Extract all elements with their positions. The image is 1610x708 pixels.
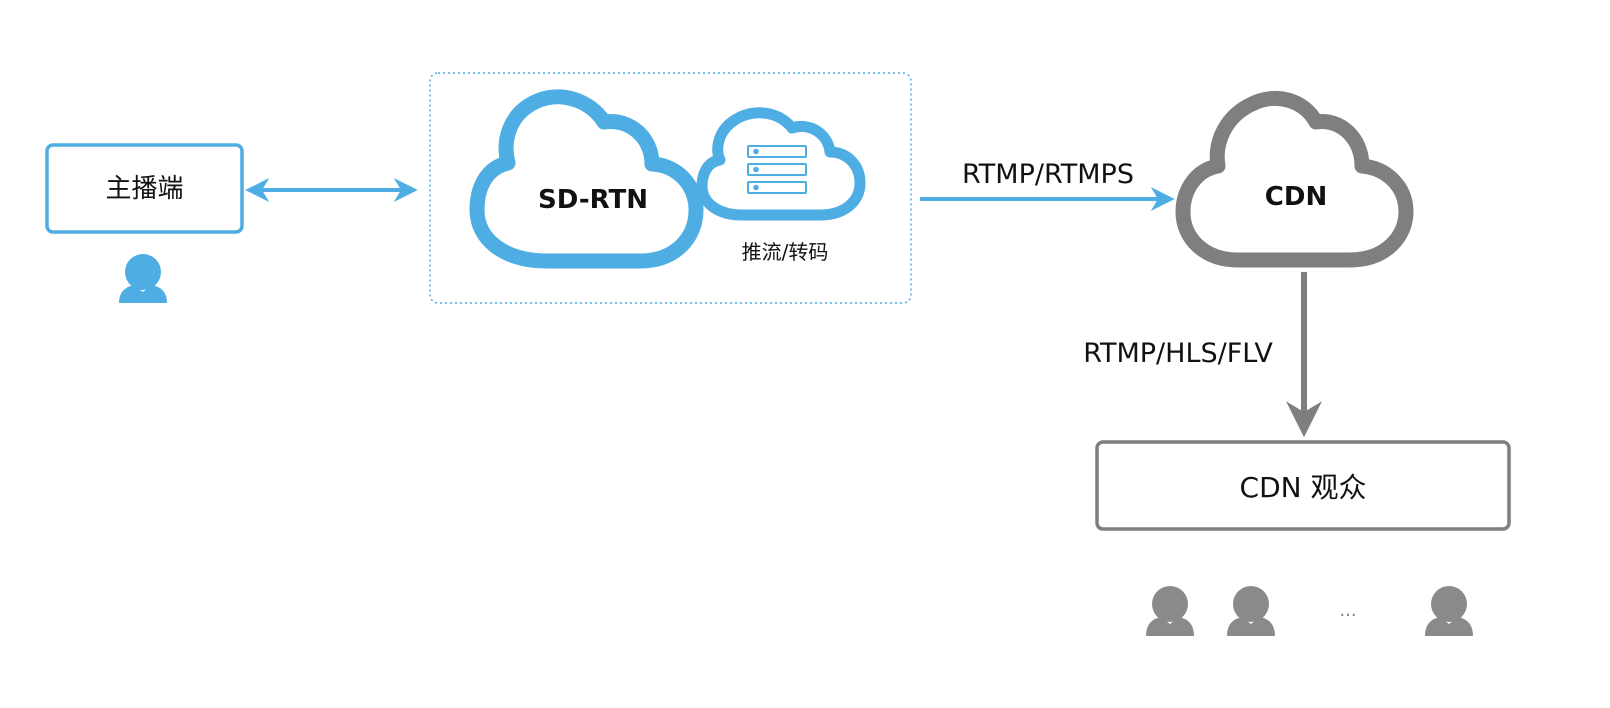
user-icon bbox=[1425, 586, 1473, 636]
transcode-label: 推流/转码 bbox=[742, 240, 829, 264]
user-icon bbox=[1227, 586, 1275, 636]
sdrtn-container bbox=[429, 72, 912, 304]
host-node: 主播端 bbox=[45, 143, 244, 234]
viewers-label: CDN 观众 bbox=[1240, 471, 1367, 504]
viewers-ellipsis: ... bbox=[1339, 600, 1356, 621]
host-box bbox=[45, 143, 244, 234]
cdn-label: CDN bbox=[1265, 182, 1327, 212]
sdrtn-cloud-icon: SD-RTN bbox=[469, 89, 704, 269]
server-icon bbox=[747, 145, 807, 194]
host-label: 主播端 bbox=[105, 174, 183, 204]
transcode-cloud-icon bbox=[696, 107, 866, 221]
push-protocol-label: RTMP/RTMPS bbox=[962, 159, 1134, 190]
viewers-node: CDN 观众 bbox=[1095, 440, 1511, 531]
user-icon bbox=[1146, 586, 1194, 636]
viewers-box bbox=[1095, 440, 1511, 531]
pull-protocol-label: RTMP/HLS/FLV bbox=[1083, 338, 1273, 369]
user-icon bbox=[119, 254, 167, 303]
cdn-cloud-icon: CDN bbox=[1175, 90, 1414, 268]
sdrtn-label: SD-RTN bbox=[538, 185, 648, 215]
